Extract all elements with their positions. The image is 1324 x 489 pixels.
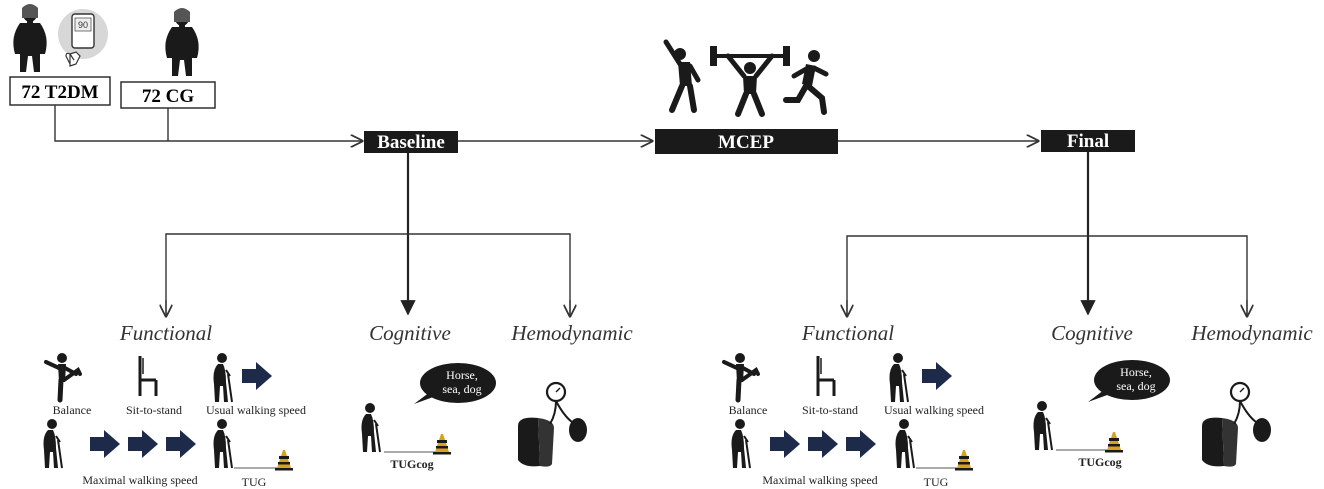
max-walk-arrow-icon [846, 430, 876, 458]
balance-label: Balance [53, 403, 92, 417]
speech-bubble-tail [1088, 390, 1110, 402]
cg-person-icon [165, 8, 199, 76]
elder-walker-icon [1032, 400, 1053, 451]
glucometer-reading: 90 [78, 20, 88, 30]
stretching-icon [666, 42, 698, 110]
chair-icon [816, 354, 836, 398]
elder-walker-icon [212, 418, 233, 469]
usual-walking-speed-label: Usual walking speed [884, 403, 984, 417]
final-functional-label: Functional [801, 321, 894, 345]
elder-walker-icon [42, 418, 63, 469]
elder-walker-icon [360, 402, 381, 453]
baseline-cognitive-label: Cognitive [369, 321, 451, 345]
final-hemodynamic-label: Hemodynamic [1190, 321, 1313, 345]
final-box [1041, 130, 1135, 152]
speech-bubble-tail [414, 392, 436, 404]
mcep-box [655, 129, 838, 154]
weightlifting-icon [710, 46, 790, 114]
t2dm-person-icon [13, 4, 47, 72]
tug-label: TUG [924, 475, 949, 489]
baseline-label: Baseline [377, 132, 445, 153]
cg-group-box [120, 81, 216, 109]
chair-icon [138, 354, 158, 398]
cone-icon [1105, 432, 1123, 453]
baseline-functional-label: Functional [119, 321, 212, 345]
tugcog-label: TUGcog [390, 457, 433, 471]
t2dm-group-box [9, 76, 111, 106]
speech-bubble [420, 363, 496, 403]
max-walk-arrow-icon [770, 430, 800, 458]
final-cognitive-label: Cognitive [1051, 321, 1133, 345]
sit-to-stand-label: Sit-to-stand [126, 403, 182, 417]
maximal-walking-speed-label: Maximal walking speed [82, 473, 197, 487]
final-label: Final [1067, 131, 1109, 152]
baseline-branch-bracket [165, 233, 571, 314]
bubble-line-2: sea, dog [1116, 379, 1155, 393]
blood-pressure-monitor-icon [516, 381, 589, 468]
blood-pressure-monitor-icon [1200, 381, 1273, 468]
balance-label: Balance [729, 403, 768, 417]
baseline-hemodynamic-label: Hemodynamic [510, 321, 633, 345]
elder-walker-icon [894, 418, 915, 469]
elder-walker-icon [888, 352, 909, 403]
usual-walk-arrow-icon [922, 362, 952, 390]
glucometer-icon: 90 [58, 9, 108, 67]
max-walk-arrow-icon [166, 430, 196, 458]
max-walk-arrow-icon [90, 430, 120, 458]
t2dm-to-baseline-connector [54, 105, 362, 141]
bubble-line-1: Horse, [446, 368, 478, 382]
balance-icon [724, 353, 758, 400]
t2dm-group-label: 72 T2DM [21, 82, 98, 103]
max-walk-arrow-icon [808, 430, 838, 458]
maximal-walking-speed-label: Maximal walking speed [762, 473, 877, 487]
cone-icon [955, 450, 973, 471]
cone-icon [433, 434, 451, 455]
cone-icon [275, 450, 293, 471]
bubble-line-1: Horse, [1120, 365, 1152, 379]
bubble-line-2: sea, dog [442, 382, 481, 396]
final-branch-bracket [846, 235, 1248, 314]
balance-icon [46, 353, 80, 400]
tug-label: TUG [242, 475, 267, 489]
speech-bubble [1094, 360, 1170, 400]
baseline-box [364, 131, 458, 153]
cg-group-label: 72 CG [142, 86, 194, 107]
elder-walker-icon [212, 352, 233, 403]
max-walk-arrow-icon [128, 430, 158, 458]
sit-to-stand-label: Sit-to-stand [802, 403, 858, 417]
usual-walking-speed-label: Usual walking speed [206, 403, 306, 417]
mcep-label: MCEP [718, 132, 774, 153]
running-icon [786, 50, 826, 112]
tugcog-label: TUGcog [1078, 455, 1121, 469]
usual-walk-arrow-icon [242, 362, 272, 390]
elder-walker-icon [730, 418, 751, 469]
